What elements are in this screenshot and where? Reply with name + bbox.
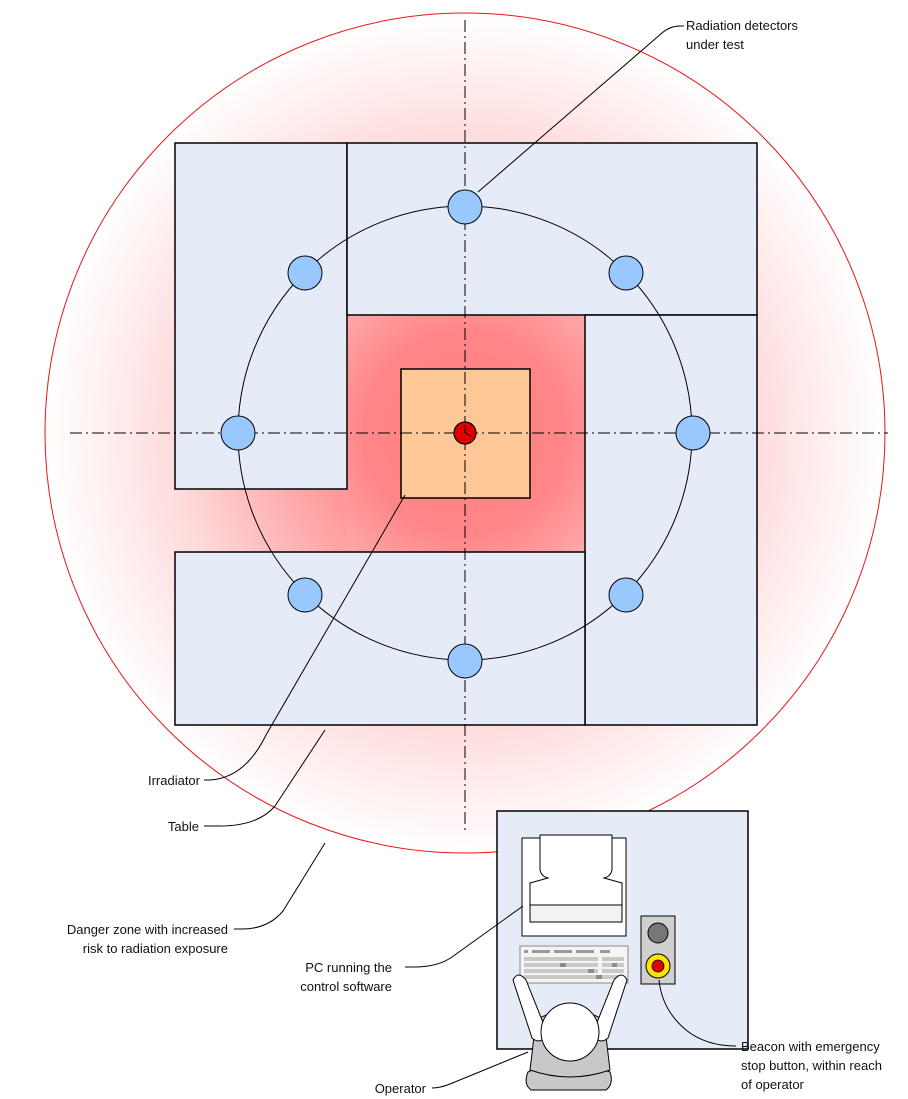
leader-danger <box>234 842 326 930</box>
label-detectors-line2: under test <box>686 37 744 52</box>
detector-icon <box>287 577 323 613</box>
beacon-icon <box>640 915 676 985</box>
label-pc-line2: control software <box>300 979 392 994</box>
detector-icon <box>608 577 644 613</box>
leader-detectors <box>477 25 684 193</box>
leader-operator <box>431 1051 529 1089</box>
operator-icon <box>512 974 628 1091</box>
label-danger-zone: Danger zone with increased <box>67 922 228 937</box>
label-irradiator: Irradiator <box>148 773 201 788</box>
label-danger-zone-line2: risk to radiation exposure <box>83 941 228 956</box>
detector-icon <box>447 189 483 225</box>
label-beacon-line3: of operator <box>741 1077 805 1092</box>
leader-irradiator <box>204 494 406 781</box>
label-table: Table <box>168 819 199 834</box>
label-operator: Operator <box>375 1081 427 1096</box>
table <box>174 142 758 726</box>
detector-icon <box>287 255 323 291</box>
detector-icon <box>220 415 256 451</box>
detector-icon <box>447 643 483 679</box>
radiation-source-icon <box>453 421 477 445</box>
label-detectors: Radiation detectors <box>686 18 799 33</box>
table-section-bottom <box>174 551 586 726</box>
table-section-right <box>584 314 758 726</box>
table-section-top-right <box>346 142 758 316</box>
leader-table <box>204 729 326 827</box>
detectors <box>220 189 711 679</box>
label-pc: PC running the <box>305 960 392 975</box>
detector-icon <box>675 415 711 451</box>
leader-pc <box>405 905 524 968</box>
label-beacon-line2: stop button, within reach <box>741 1058 882 1073</box>
monitor-icon <box>521 834 627 937</box>
detector-icon <box>608 255 644 291</box>
keyboard-icon <box>519 945 629 984</box>
table-section-top-left <box>174 142 348 490</box>
leader-beacon <box>658 979 737 1047</box>
label-beacon: Beacon with emergency <box>741 1039 880 1054</box>
